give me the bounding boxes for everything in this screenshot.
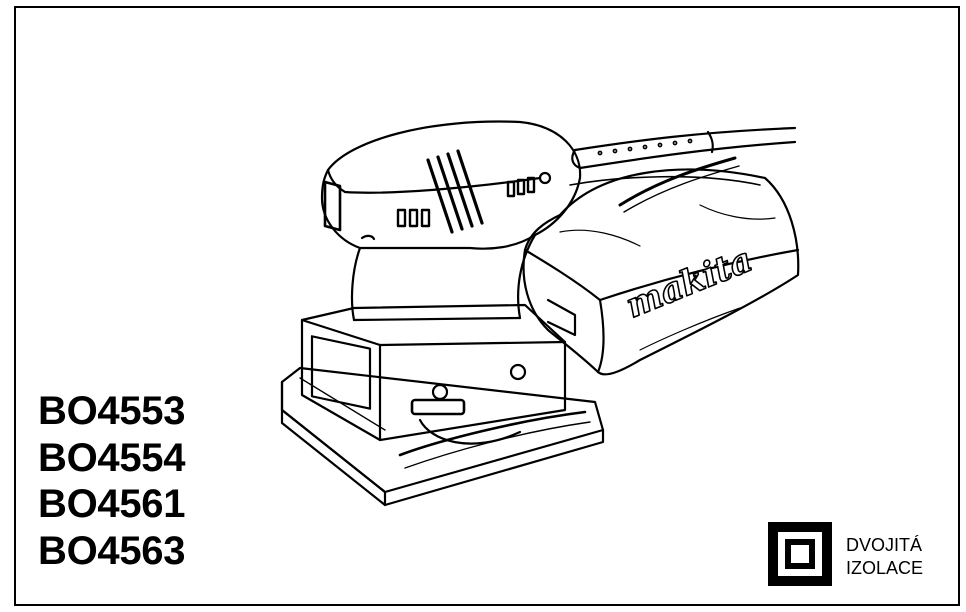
double-insulation-line2: IZOLACE <box>846 558 924 578</box>
makita-logo: makita <box>620 240 758 327</box>
double-insulation-square-icon <box>768 522 832 586</box>
model-list: BO4553 BO4554 BO4561 BO4563 <box>38 388 185 574</box>
model-number: BO4553 <box>38 389 186 433</box>
model-number: BO4563 <box>38 528 186 573</box>
motor-housing <box>320 120 582 250</box>
grip-body <box>350 233 537 322</box>
power-cord <box>571 126 797 170</box>
page-border <box>14 6 960 606</box>
sanding-plate <box>280 366 605 507</box>
dust-bag <box>522 156 800 376</box>
double-insulation-label: DVOJITÁ IZOLACE <box>846 534 923 580</box>
model-number: BO4561 <box>38 482 186 526</box>
base-housing <box>300 303 567 442</box>
model-number: BO4554 <box>38 435 186 480</box>
double-insulation-line1: DVOJITÁ <box>846 535 923 555</box>
